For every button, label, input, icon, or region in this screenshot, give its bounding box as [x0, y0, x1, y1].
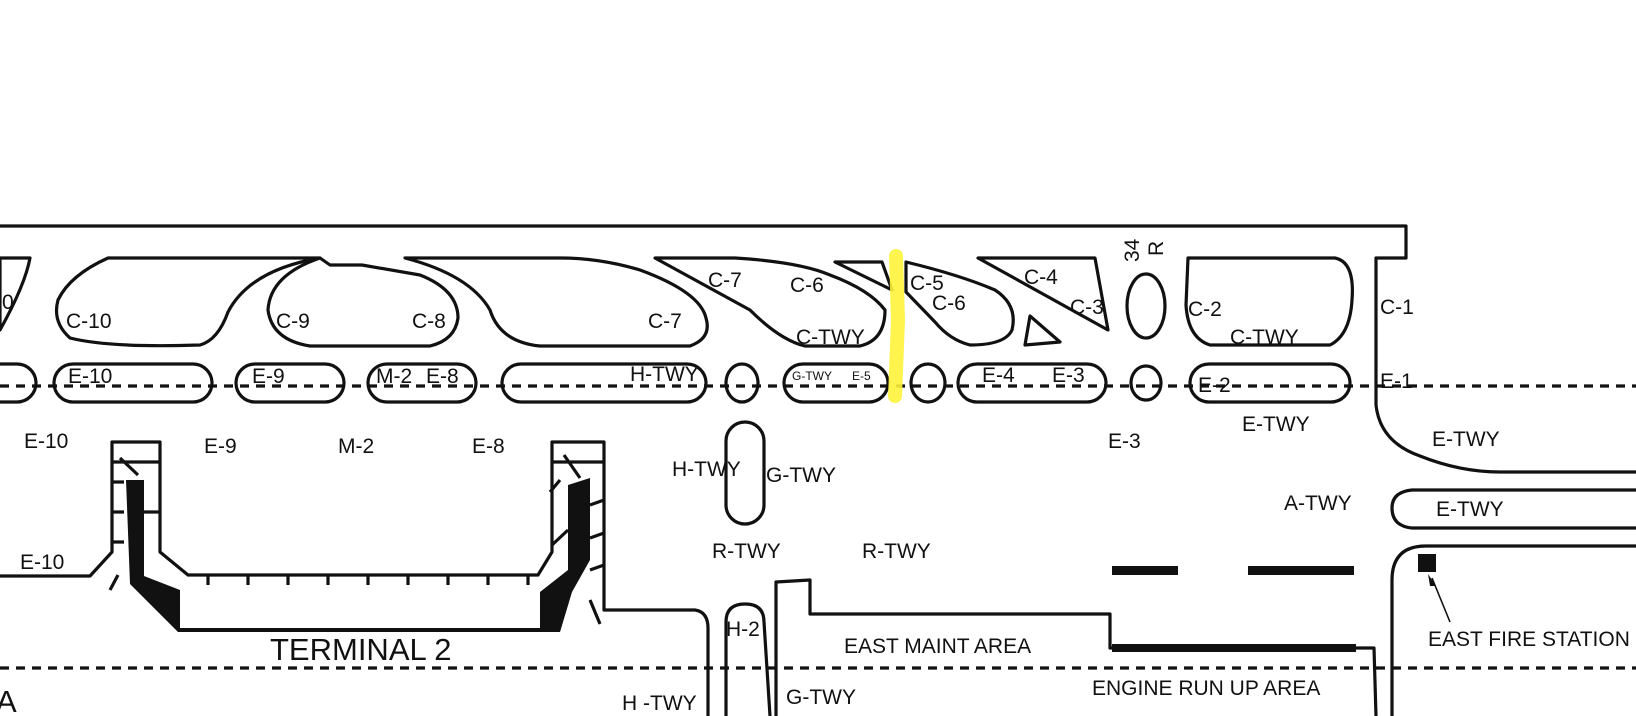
label-h2: H-2	[726, 618, 760, 641]
taxiway-h2-outline	[724, 602, 772, 716]
terminal-2-gates-right[interactable]	[548, 454, 605, 625]
label-h-twy-bottom: H -TWY	[622, 692, 697, 715]
label-runway-r: R	[1145, 241, 1168, 256]
label-c2: C-2	[1188, 298, 1222, 321]
taxiway-oval-e9	[234, 362, 346, 404]
label-r-twy-2: R-TWY	[862, 540, 931, 563]
taxiway-oval-e10-west	[0, 362, 38, 404]
connector-island-c6-tip	[833, 260, 894, 292]
label-a-partial: A	[0, 684, 17, 716]
connector-island-c5	[904, 260, 1015, 347]
label-e8-oval: E-8	[426, 365, 459, 388]
label-c7-top: C-7	[708, 269, 742, 292]
connector-island-c0	[0, 256, 32, 332]
fire-station-pointer-head	[1428, 574, 1436, 586]
label-e2-oval: E-2	[1198, 374, 1231, 397]
label-g-twy-small: G-TWY	[792, 369, 832, 383]
taxiway-oval-e-twy-east	[1390, 488, 1636, 530]
label-c-twy-left: C-TWY	[796, 326, 865, 349]
label-east-maint-area: EAST MAINT AREA	[844, 635, 1031, 658]
terminal-2-jetways[interactable]	[206, 575, 530, 585]
engine-run-up-pad	[1112, 644, 1356, 652]
label-engine-run-up-area: ENGINE RUN UP AREA	[1092, 677, 1320, 700]
connector-island-c7	[403, 256, 709, 348]
label-e3-oval: E-3	[1052, 364, 1085, 387]
label-e3-apron: E-3	[1108, 430, 1141, 453]
label-h-twy-oval: H-TWY	[630, 363, 699, 386]
label-e10-lower: E-10	[20, 551, 64, 574]
label-e10-oval: E-10	[68, 365, 112, 388]
connector-island-c2	[1184, 256, 1354, 347]
label-g-twy-bottom: G-TWY	[786, 686, 856, 709]
label-c0: 0	[2, 291, 14, 314]
label-c6-top: C-6	[790, 274, 824, 297]
label-c1: C-1	[1380, 296, 1414, 319]
label-c-twy-right: C-TWY	[1230, 326, 1299, 349]
label-c5: C-5	[910, 272, 944, 295]
hold-bar-1	[1112, 566, 1178, 575]
label-h-twy: H-TWY	[672, 458, 741, 481]
taxiway-node-3	[1129, 364, 1163, 402]
runway-outline	[0, 224, 1636, 474]
label-c4: C-4	[1024, 266, 1058, 289]
label-e1: E-1	[1380, 370, 1413, 393]
connector-island-c6	[653, 256, 887, 348]
taxiway-node-1	[724, 362, 760, 404]
taxiway-oval-m2-e8	[366, 362, 478, 404]
label-m2-oval: M-2	[376, 365, 412, 388]
connector-island-c9-c8	[266, 256, 460, 348]
runway-holding-oval-34r	[1125, 272, 1167, 340]
taxiway-oval-h-twy-lower	[724, 420, 766, 526]
label-e-twy-1: E-TWY	[1242, 413, 1310, 436]
label-c8: C-8	[412, 310, 446, 333]
terminal-2-gates-left[interactable]	[108, 456, 160, 591]
highlight-marker	[888, 249, 906, 403]
hold-bar-2	[1248, 566, 1354, 575]
taxiway-oval-g-e5	[782, 362, 890, 404]
taxiway-oval-e10	[52, 362, 214, 404]
label-c7-left: C-7	[648, 310, 682, 333]
terminal-2-building[interactable]	[126, 478, 590, 632]
label-c9: C-9	[276, 310, 310, 333]
taxiway-oval-e4-e3	[956, 362, 1108, 404]
taxiway-oval-h-twy	[500, 362, 708, 404]
label-e9-oval: E-9	[252, 365, 285, 388]
connector-island-c3	[1023, 314, 1062, 347]
taxiway-oval-e2	[1188, 362, 1352, 404]
connector-island-c10	[54, 256, 322, 348]
label-terminal-2: TERMINAL 2	[270, 632, 451, 667]
label-e-twy-3: E-TWY	[1436, 498, 1504, 521]
east-fire-station-icon[interactable]	[1418, 554, 1436, 572]
label-e5-small: E-5	[852, 369, 871, 383]
connector-island-c4	[976, 256, 1110, 332]
label-e4-oval: E-4	[982, 364, 1015, 387]
label-c6-right: C-6	[932, 292, 966, 315]
label-m2-apron: M-2	[338, 435, 374, 458]
label-g-twy: G-TWY	[766, 464, 836, 487]
label-e-twy-2: E-TWY	[1432, 428, 1500, 451]
label-e8-apron: E-8	[472, 435, 505, 458]
terminal-2-outline	[0, 440, 710, 716]
label-e9-apron: E-9	[204, 435, 237, 458]
label-c3: C-3	[1070, 296, 1104, 319]
label-e10-apron: E-10	[24, 430, 68, 453]
label-east-fire-station: EAST FIRE STATION	[1428, 628, 1630, 651]
label-c10: C-10	[66, 310, 112, 333]
taxiway-node-2	[909, 362, 947, 404]
label-runway-34: 34	[1121, 238, 1144, 262]
label-r-twy-1: R-TWY	[712, 540, 781, 563]
fire-station-area-outline	[1390, 544, 1636, 716]
label-a-twy: A-TWY	[1284, 492, 1352, 515]
